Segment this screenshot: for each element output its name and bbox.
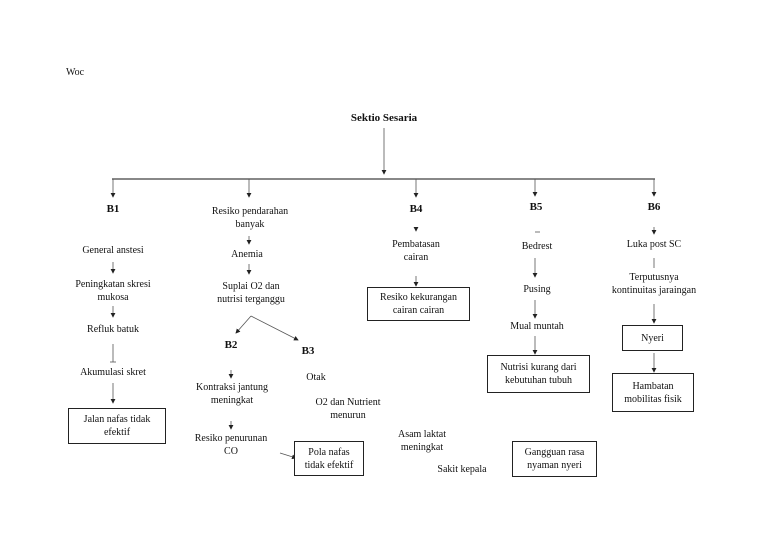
b2-title: B2 — [224, 339, 238, 351]
b3-node-1: Otak — [306, 372, 326, 383]
b3-node-4: Sakit kepala — [437, 464, 487, 475]
root-node: Sektio Sesaria — [350, 112, 418, 124]
b6-node-1: Luka post SC — [626, 239, 682, 250]
b1-node-4: Akumulasi skret — [80, 367, 146, 378]
b1-title: B1 — [106, 203, 120, 215]
b3-title: B3 — [301, 345, 315, 357]
b6-title: B6 — [647, 201, 661, 213]
b6-diagnosis-box-1: Nyeri — [622, 325, 683, 351]
doc-label: Woc — [66, 67, 85, 78]
b5-title: B5 — [529, 201, 543, 213]
b4-title: B4 — [409, 203, 423, 215]
mid-node-2: Anemia — [231, 249, 263, 260]
b5-node-3: Mual muntah — [510, 321, 564, 332]
b5-node-2: Pusing — [523, 284, 551, 295]
b1-node-1: General anstesi — [82, 245, 144, 256]
b1-node-3: Refluk batuk — [87, 324, 139, 335]
b5-node-1: Bedrest — [521, 241, 553, 252]
